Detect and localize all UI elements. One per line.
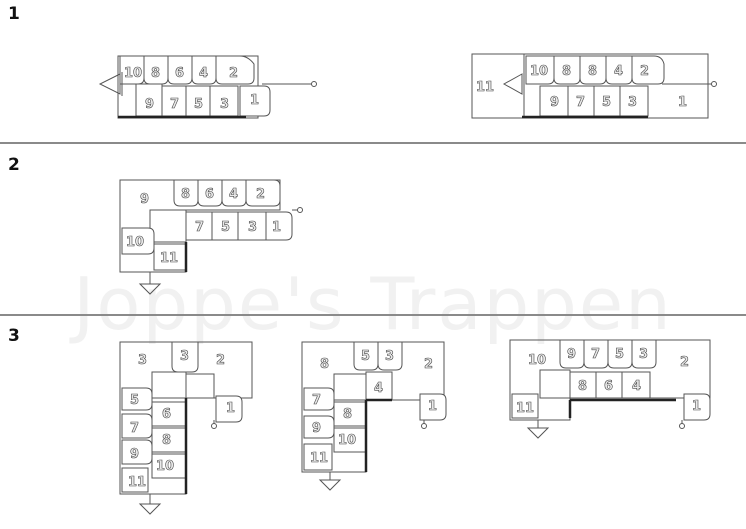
step-number: 2 — [229, 66, 238, 81]
arrow-left-icon — [98, 73, 121, 95]
step-row-top — [525, 55, 665, 85]
step-row-bottom — [121, 211, 293, 271]
step-number: 7 — [576, 95, 585, 110]
step-number: 11 — [310, 451, 328, 466]
watermark: Joppe's Trappen — [73, 262, 673, 346]
step-number: 9 — [550, 95, 559, 110]
walk-line-end-icon — [297, 207, 303, 213]
walk-line-end-icon — [679, 423, 685, 429]
step-number: 7 — [312, 393, 321, 408]
step-number: 3 — [248, 220, 257, 235]
step-number: 7 — [591, 347, 600, 362]
arrow-down-icon — [526, 427, 550, 439]
step-number: 10 — [156, 459, 174, 474]
step-number: 6 — [162, 407, 171, 422]
step-number: 3 — [385, 349, 394, 364]
step-number: 3 — [138, 353, 147, 368]
step-number: 11 — [160, 251, 178, 266]
arrow-left-icon — [502, 73, 523, 95]
step-number: 4 — [229, 187, 238, 202]
stair-plan-3b: 8 5 3 2 4 1 7 8 9 10 11 — [301, 341, 447, 491]
step-number: 2 — [256, 187, 265, 202]
step-row-bottom — [539, 85, 649, 117]
step-number: 8 — [151, 66, 160, 81]
step-number: 3 — [220, 97, 229, 112]
step-number: 2 — [424, 357, 433, 372]
section-divider-1 — [0, 142, 746, 144]
walk-line-end-icon — [421, 423, 427, 429]
step-number: 1 — [250, 93, 259, 108]
step-number: 1 — [226, 401, 235, 416]
step-number: 10 — [530, 64, 548, 79]
step-number: 4 — [199, 66, 208, 81]
step-number: 5 — [602, 95, 611, 110]
step-number: 8 — [320, 357, 329, 372]
step-number: 10 — [124, 66, 142, 81]
step-number: 6 — [604, 379, 613, 394]
step-number: 3 — [639, 347, 648, 362]
section-divider-2 — [0, 314, 746, 316]
step-number: 11 — [476, 80, 494, 95]
step-number: 4 — [632, 379, 641, 394]
step-number: 8 — [162, 433, 171, 448]
step-number: 8 — [562, 64, 571, 79]
step-number: 3 — [180, 349, 189, 364]
step-number: 9 — [567, 347, 576, 362]
step-number: 8 — [578, 379, 587, 394]
walk-line-end-icon — [211, 423, 217, 429]
arrow-down-icon — [318, 479, 342, 491]
stair-plan-1b: 11 10 8 8 4 2 9 7 5 3 1 — [471, 53, 717, 119]
section-label-3: 3 — [8, 326, 20, 346]
step-number: 8 — [343, 407, 352, 422]
step-number: 9 — [130, 447, 139, 462]
walk-line-end-icon — [711, 81, 717, 87]
walk-line-end-icon — [311, 81, 317, 87]
step-number: 6 — [205, 187, 214, 202]
step-number: 3 — [628, 95, 637, 110]
stair-plan-3c: 10 9 7 5 3 2 8 6 4 1 11 — [509, 339, 711, 439]
step-number: 5 — [615, 347, 624, 362]
step-number: 9 — [145, 97, 154, 112]
step-number: 7 — [195, 220, 204, 235]
step-number: 1 — [678, 95, 687, 110]
step-number: 1 — [428, 399, 437, 414]
step-row-top — [173, 179, 281, 207]
step-number: 7 — [130, 421, 139, 436]
step-number: 2 — [640, 64, 649, 79]
step-number: 2 — [216, 353, 225, 368]
step-number: 10 — [126, 235, 144, 250]
step-number: 2 — [680, 355, 689, 370]
step-number: 4 — [374, 381, 383, 396]
step-row-top — [119, 55, 255, 85]
step-number: 5 — [361, 349, 370, 364]
section-label-1: 1 — [8, 4, 20, 24]
step-row-bottom — [135, 83, 271, 117]
stair-plan-1a: 10 8 6 4 2 9 7 5 3 1 — [98, 55, 317, 119]
step-number: 5 — [221, 220, 230, 235]
step-number: 11 — [128, 475, 146, 490]
arrow-down-icon — [138, 283, 162, 295]
step-number: 9 — [312, 421, 321, 436]
stair-plan-2: 9 8 6 4 2 7 5 3 1 10 11 — [119, 179, 303, 295]
step-number: 11 — [516, 401, 534, 416]
step-number: 5 — [130, 393, 139, 408]
step-number: 9 — [140, 192, 149, 207]
step-number: 8 — [181, 187, 190, 202]
step-number: 5 — [194, 97, 203, 112]
step-number: 1 — [692, 399, 701, 414]
step-number: 10 — [338, 433, 356, 448]
step-number: 8 — [588, 64, 597, 79]
stair-plan-3a: 3 3 2 1 5 6 7 8 9 10 11 — [119, 341, 253, 515]
section-label-2: 2 — [8, 155, 20, 175]
arrow-down-icon — [138, 503, 162, 515]
step-number: 7 — [170, 97, 179, 112]
step-number: 4 — [614, 64, 623, 79]
step-number: 6 — [175, 66, 184, 81]
step-number: 1 — [272, 220, 281, 235]
step-number: 10 — [528, 353, 546, 368]
